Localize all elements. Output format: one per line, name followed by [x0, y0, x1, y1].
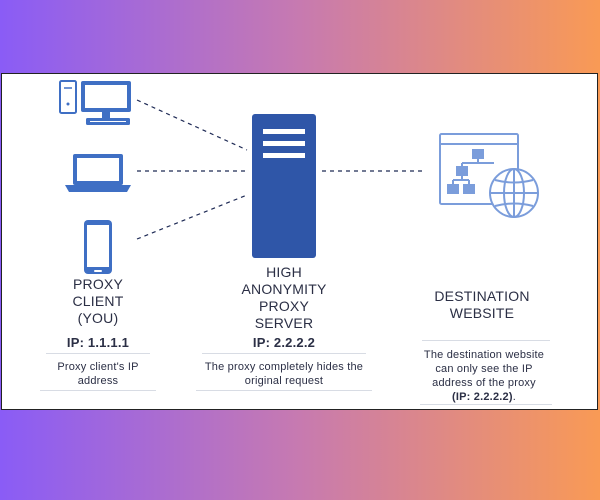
- destination-desc-line: The destination website: [423, 349, 545, 361]
- server-icon: [252, 114, 316, 258]
- connector-phone-to-proxy: [136, 194, 248, 240]
- destination-title-line: DESTINATION: [434, 288, 530, 304]
- destination-desc-bold-ip: (IP: 2.2.2.2): [452, 391, 513, 403]
- desktop-computer-icon: [59, 80, 131, 125]
- proxy-description: The proxy completely hides the original …: [194, 360, 374, 388]
- destination-desc-divider: [420, 404, 552, 405]
- destination-description: The destination website can only see the…: [410, 348, 558, 404]
- proxy-desc-divider: [196, 390, 372, 391]
- client-desc-line: address: [77, 375, 119, 387]
- proxy-title-line: ANONYMITY: [241, 281, 327, 297]
- client-title-line: CLIENT: [72, 293, 124, 309]
- client-title: PROXY CLIENT (YOU): [40, 276, 156, 327]
- diagram-canvas: [59, 80, 539, 274]
- client-description: Proxy client's IP address: [32, 360, 164, 388]
- diagram-panel: PROXY CLIENT (YOU) IP: 1.1.1.1 Proxy cli…: [1, 73, 598, 410]
- destination-desc-line: address of the proxy: [432, 377, 536, 389]
- laptop-icon: [65, 154, 131, 192]
- smartphone-icon: [84, 220, 112, 274]
- proxy-title: HIGH ANONYMITY PROXY SERVER: [214, 264, 354, 332]
- proxy-ip: IP: 2.2.2.2: [252, 335, 316, 350]
- destination-desc-end: .: [512, 391, 516, 403]
- destination-title: DESTINATION WEBSITE: [422, 288, 542, 322]
- proxy-ip-divider: [202, 353, 366, 354]
- client-desc-divider: [40, 390, 156, 391]
- proxy-title-line: PROXY: [258, 298, 309, 314]
- connector-desktop-to-proxy: [136, 99, 248, 151]
- client-desc-line: Proxy client's IP: [57, 361, 139, 373]
- proxy-title-line: SERVER: [254, 315, 314, 331]
- proxy-desc-line: original request: [244, 375, 324, 387]
- client-title-line: (YOU): [77, 310, 119, 326]
- destination-divider: [422, 340, 550, 341]
- client-ip-divider: [46, 353, 150, 354]
- destination-desc-last-line: (IP: 2.2.2.2).: [410, 390, 558, 404]
- destination-title-line: WEBSITE: [449, 305, 515, 321]
- client-title-line: PROXY: [72, 276, 123, 292]
- client-ip: IP: 1.1.1.1: [66, 335, 130, 350]
- destination-desc-line: can only see the IP: [435, 363, 533, 375]
- website-sitemap-globe-icon: [439, 133, 539, 218]
- proxy-desc-line: The proxy completely hides the: [204, 361, 364, 373]
- proxy-title-line: HIGH: [266, 264, 302, 280]
- connector-lines: [136, 99, 422, 240]
